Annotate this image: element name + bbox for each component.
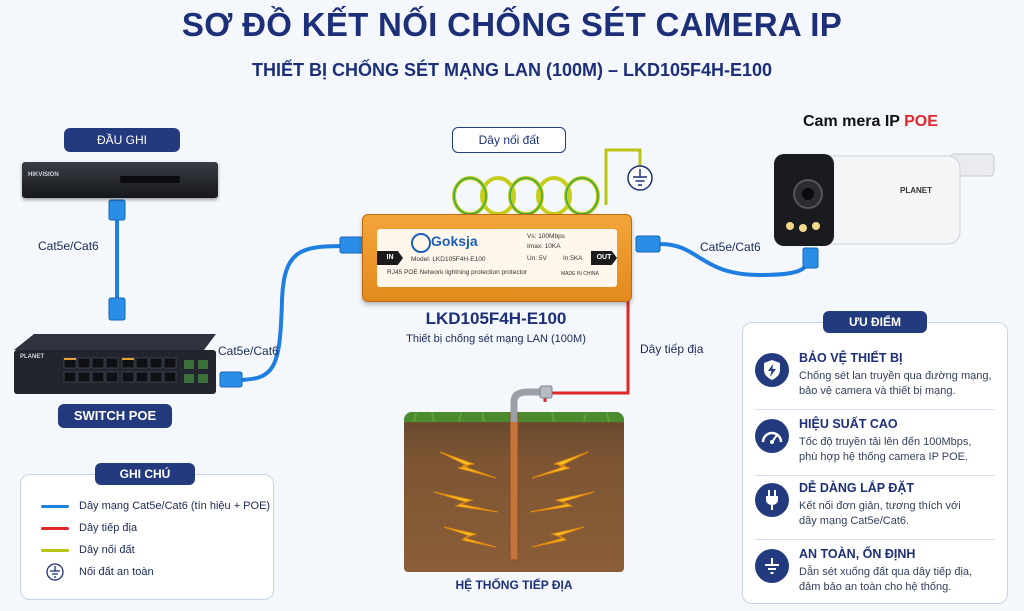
device-caption: Thiết bị chống sét mạng LAN (100M) — [406, 333, 586, 345]
device-label-panel: IN OUT Goksja Model: LKD105F4H-E100 RJ45… — [377, 229, 617, 287]
switch-label: SWITCH POE — [58, 404, 172, 428]
camera-title: Cam mera IP POE — [803, 113, 938, 131]
ground-icon — [46, 563, 64, 581]
ground-rod-clamp — [510, 385, 553, 422]
nvr-brand: HIKVISION — [28, 172, 59, 178]
advantages-title: ƯU ĐIỂM — [823, 311, 927, 333]
rj45-connector-camera — [802, 247, 819, 269]
legend-items: Dây mạng Cat5e/Cat6 (tín hiệu + POE) Dây… — [41, 495, 270, 583]
cable-label-nvr-switch: Cat5e/Cat6 — [38, 239, 99, 253]
advantage-divider — [755, 539, 995, 540]
ground-symbol — [627, 165, 653, 191]
camera-brand: PLANET — [900, 186, 932, 195]
switch-brand: PLANET — [20, 354, 44, 360]
grounding-label: HỆ THỐNG TIẾP ĐỊA — [455, 578, 573, 592]
rj45-connector-switch-side — [219, 371, 243, 388]
legend-item-ground: Dây nối đất — [41, 539, 270, 561]
cable-label-switch-device: Cat5e/Cat6 — [218, 344, 279, 358]
device-desc-line: RJ45 POE Network lightning protection pr… — [387, 269, 528, 276]
rj45-connector-nvr — [108, 199, 126, 221]
lightning-protector-device: IN OUT Goksja Model: LKD105F4H-E100 RJ45… — [362, 214, 632, 302]
device-model-line: Model: LKD105F4H-E100 — [411, 256, 486, 263]
device-spec-un: Un: 5V — [527, 255, 547, 262]
rj45-connector-device-out — [635, 235, 661, 253]
device-spec-imax: Imax: 10KA — [527, 243, 561, 250]
ip-camera: PLANET — [770, 146, 1000, 250]
legend-item-safe-ground: Nối đất an toàn — [41, 561, 270, 583]
camera-title-accent: POE — [904, 113, 938, 130]
ground-icon — [755, 549, 789, 583]
cable-switch-device — [234, 244, 346, 382]
speedometer-icon — [755, 419, 789, 453]
advantage-item-protect: BẢO VỆ THIẾT BỊ Chống sét lan truyền qua… — [755, 349, 995, 405]
ground-soil — [404, 412, 624, 572]
advantage-divider — [755, 475, 995, 476]
device-logo-icon — [411, 233, 431, 253]
ground-wire-label: Dây nối đất — [452, 127, 566, 153]
ground-wire-coil — [452, 176, 600, 216]
earth-wire-label: Dây tiếp địa — [640, 342, 704, 356]
page-subtitle: THIẾT BỊ CHỐNG SÉT MẠNG LAN (100M) – LKD… — [251, 60, 773, 80]
device-brand: Goksja — [431, 233, 478, 249]
legend-title: GHI CHÚ — [95, 463, 195, 485]
ground-wire — [604, 148, 642, 205]
cable-label-device-camera: Cat5e/Cat6 — [700, 240, 761, 254]
device-name: LKD105F4H-E100 — [425, 309, 567, 328]
device-spec-in: In:5KA — [563, 255, 583, 262]
nvr-device: HIKVISION — [22, 162, 218, 198]
advantage-divider — [755, 409, 995, 410]
nvr-display — [120, 176, 180, 183]
legend-line-yellow — [41, 548, 69, 552]
rj45-connector-switch-top — [108, 297, 126, 321]
nvr-label: ĐẦU GHI — [64, 128, 180, 152]
advantage-item-safety: AN TOÀN, ỔN ĐỊNH Dẫn sét xuống đất qua d… — [755, 545, 995, 601]
camera-title-prefix: Cam mera IP — [803, 113, 905, 130]
poe-switch: PLANET — [14, 334, 216, 394]
device-spec-vs: Vs: 100Mbps — [527, 233, 565, 240]
legend-line-blue — [41, 504, 69, 508]
legend-item-earth: Dây tiếp địa — [41, 517, 270, 539]
advantage-item-install: DỄ DÀNG LẮP ĐẶT Kết nối đơn giản, tương … — [755, 479, 995, 535]
legend-box: GHI CHÚ Dây mạng Cat5e/Cat6 (tín hiệu + … — [20, 463, 274, 600]
device-out-arrow: OUT — [591, 251, 617, 265]
legend-line-red — [41, 526, 69, 530]
shield-bolt-icon — [755, 353, 789, 387]
advantages-box: ƯU ĐIỂM BẢO VỆ THIẾT BỊ Chống sét lan tr… — [742, 311, 1008, 604]
plug-icon — [755, 483, 789, 517]
rj45-connector-device-in — [339, 236, 365, 254]
page-title: SƠ ĐỒ KẾT NỐI CHỐNG SÉT CAMERA IP — [181, 6, 843, 43]
advantage-item-performance: HIỆU SUẤT CAO Tốc độ truyền tải lên đến … — [755, 415, 995, 471]
legend-item-network: Dây mạng Cat5e/Cat6 (tín hiệu + POE) — [41, 495, 270, 517]
device-made-in: MADE IN CHINA — [561, 271, 599, 277]
device-in-arrow: IN — [377, 251, 403, 265]
